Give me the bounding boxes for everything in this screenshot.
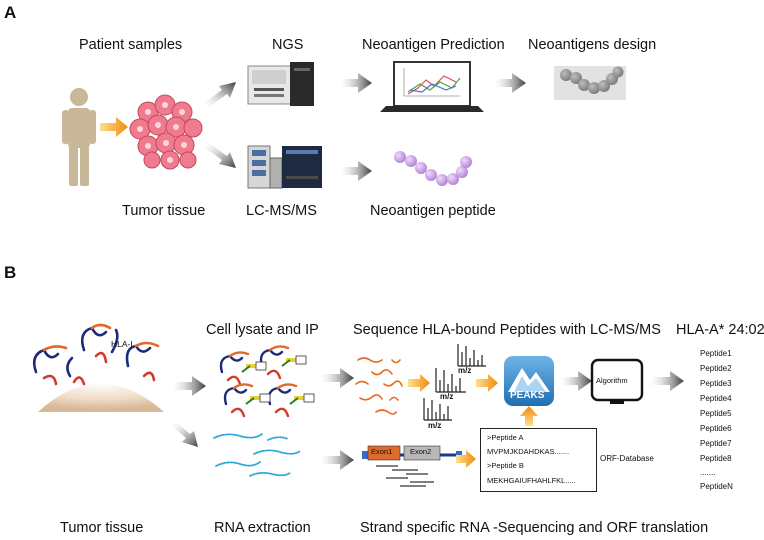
- arrow-algorithm-to-peptides: [650, 371, 684, 391]
- arrow-orf-to-peaks: [520, 406, 538, 426]
- peptide-list-item: PeptideN: [700, 482, 733, 491]
- label-hla-type: HLA-A* 24:02: [676, 322, 764, 338]
- arrow-ip-to-peptides: [320, 368, 354, 388]
- orf-line-3: >Peptide B: [487, 461, 524, 470]
- label-patient-samples: Patient samples: [79, 37, 183, 53]
- peptide-list-item: Peptide3: [700, 379, 732, 388]
- label-strand-specific: Strand specific RNA -Sequencing and ORF …: [360, 520, 709, 536]
- peptide-list-item: Peptide5: [700, 409, 732, 418]
- peptide-list-item: Peptide4: [700, 394, 732, 403]
- eluted-peptides-icon: [355, 357, 403, 415]
- ms-spectrum-1-icon: [457, 344, 486, 367]
- ngs-sequencer-icon: [247, 62, 314, 106]
- laptop-plot-icon: [380, 61, 484, 112]
- tumor-nuclei: [137, 102, 187, 163]
- peptide-list-item: Peptide2: [700, 364, 732, 373]
- label-tumor-tissue-b: Tumor tissue: [60, 520, 144, 536]
- arrow-cell-to-ip: [172, 376, 206, 396]
- label-hla-i: HLA-I: [111, 339, 133, 349]
- label-mz-1: m/z: [458, 366, 472, 375]
- rna-fragments-icon: [213, 433, 301, 477]
- lcms-instrument-icon: [247, 145, 322, 189]
- label-neoantigen-peptide: Neoantigen peptide: [370, 203, 496, 219]
- label-ngs: NGS: [272, 37, 304, 53]
- orf-line-4: MEKHGAIUFHAHLFKL.....: [487, 476, 576, 485]
- label-lcmsms: LC-MS/MS: [246, 203, 317, 219]
- arrow-rna-to-exons: [320, 450, 354, 470]
- orf-line-1: >Peptide A: [487, 433, 524, 442]
- arrow-spectra-to-peaks: [476, 374, 498, 392]
- ip-antibody-complexes-icon: [219, 345, 298, 418]
- label-neoantigens-design: Neoantigens design: [528, 37, 657, 53]
- peptide-list-item: .......: [700, 468, 716, 477]
- label-cell-lysate-ip: Cell lysate and IP: [206, 322, 319, 338]
- orf-line-2: MVPMJKDAHDKAS.......: [487, 447, 570, 456]
- label-sequence-hla: Sequence HLA-bound Peptides with LC-MS/M…: [353, 322, 661, 338]
- arrow-prediction-to-design: [494, 73, 526, 93]
- label-tumor-tissue-a: Tumor tissue: [122, 203, 206, 219]
- panel-b-letter: B: [4, 263, 17, 282]
- label-mz-2: m/z: [440, 392, 454, 401]
- arrow-exons-to-orf: [456, 450, 476, 468]
- arrow-peptides-to-spectra: [408, 374, 430, 392]
- peptide-list-item: Peptide6: [700, 424, 732, 433]
- arrow-lcms-to-peptide: [340, 161, 372, 181]
- cell-membrane-icon: [38, 383, 164, 412]
- antibody-icons: [241, 355, 315, 405]
- peptide-list-item: Peptide7: [700, 439, 732, 448]
- arrow-to-ngs: [204, 82, 236, 107]
- ms-spectrum-3-icon: [423, 398, 452, 421]
- label-rna-extraction: RNA extraction: [214, 520, 311, 536]
- hla-complexes-icon: [32, 323, 160, 386]
- neoantigen-peptide-icon: [394, 151, 472, 186]
- peptide-list-item: Peptide8: [700, 454, 732, 463]
- neoantigen-design-icon: [554, 66, 626, 100]
- arrow-ngs-to-prediction: [340, 73, 372, 93]
- peaks-software-icon: [504, 356, 554, 406]
- exon-diagram-icon: [362, 445, 462, 487]
- label-neoantigen-prediction: Neoantigen Prediction: [362, 37, 505, 53]
- orf-database-box: >Peptide A MVPMJKDAHDKAS....... >Peptide…: [480, 428, 597, 492]
- label-exon1: Exon1: [371, 447, 393, 456]
- label-mz-3: m/z: [428, 421, 442, 430]
- arrow-peaks-to-algorithm: [560, 371, 592, 391]
- label-orf-database: ORF-Database: [600, 454, 654, 463]
- arrow-cell-to-rna: [172, 422, 198, 447]
- arrow-patient-to-tumor: [100, 117, 128, 137]
- panel-a-letter: A: [4, 3, 17, 22]
- ms-spectrum-2-icon: [435, 368, 466, 393]
- arrow-to-lcms: [204, 143, 236, 168]
- label-exon2: Exon2: [410, 447, 432, 456]
- algorithm-monitor-icon: [590, 358, 644, 404]
- peptide-list-item: Peptide1: [700, 349, 732, 358]
- label-algorithm: Algorithm: [596, 376, 628, 385]
- label-peaks: PEAKS: [510, 390, 545, 401]
- patient-figure-icon: [62, 88, 96, 186]
